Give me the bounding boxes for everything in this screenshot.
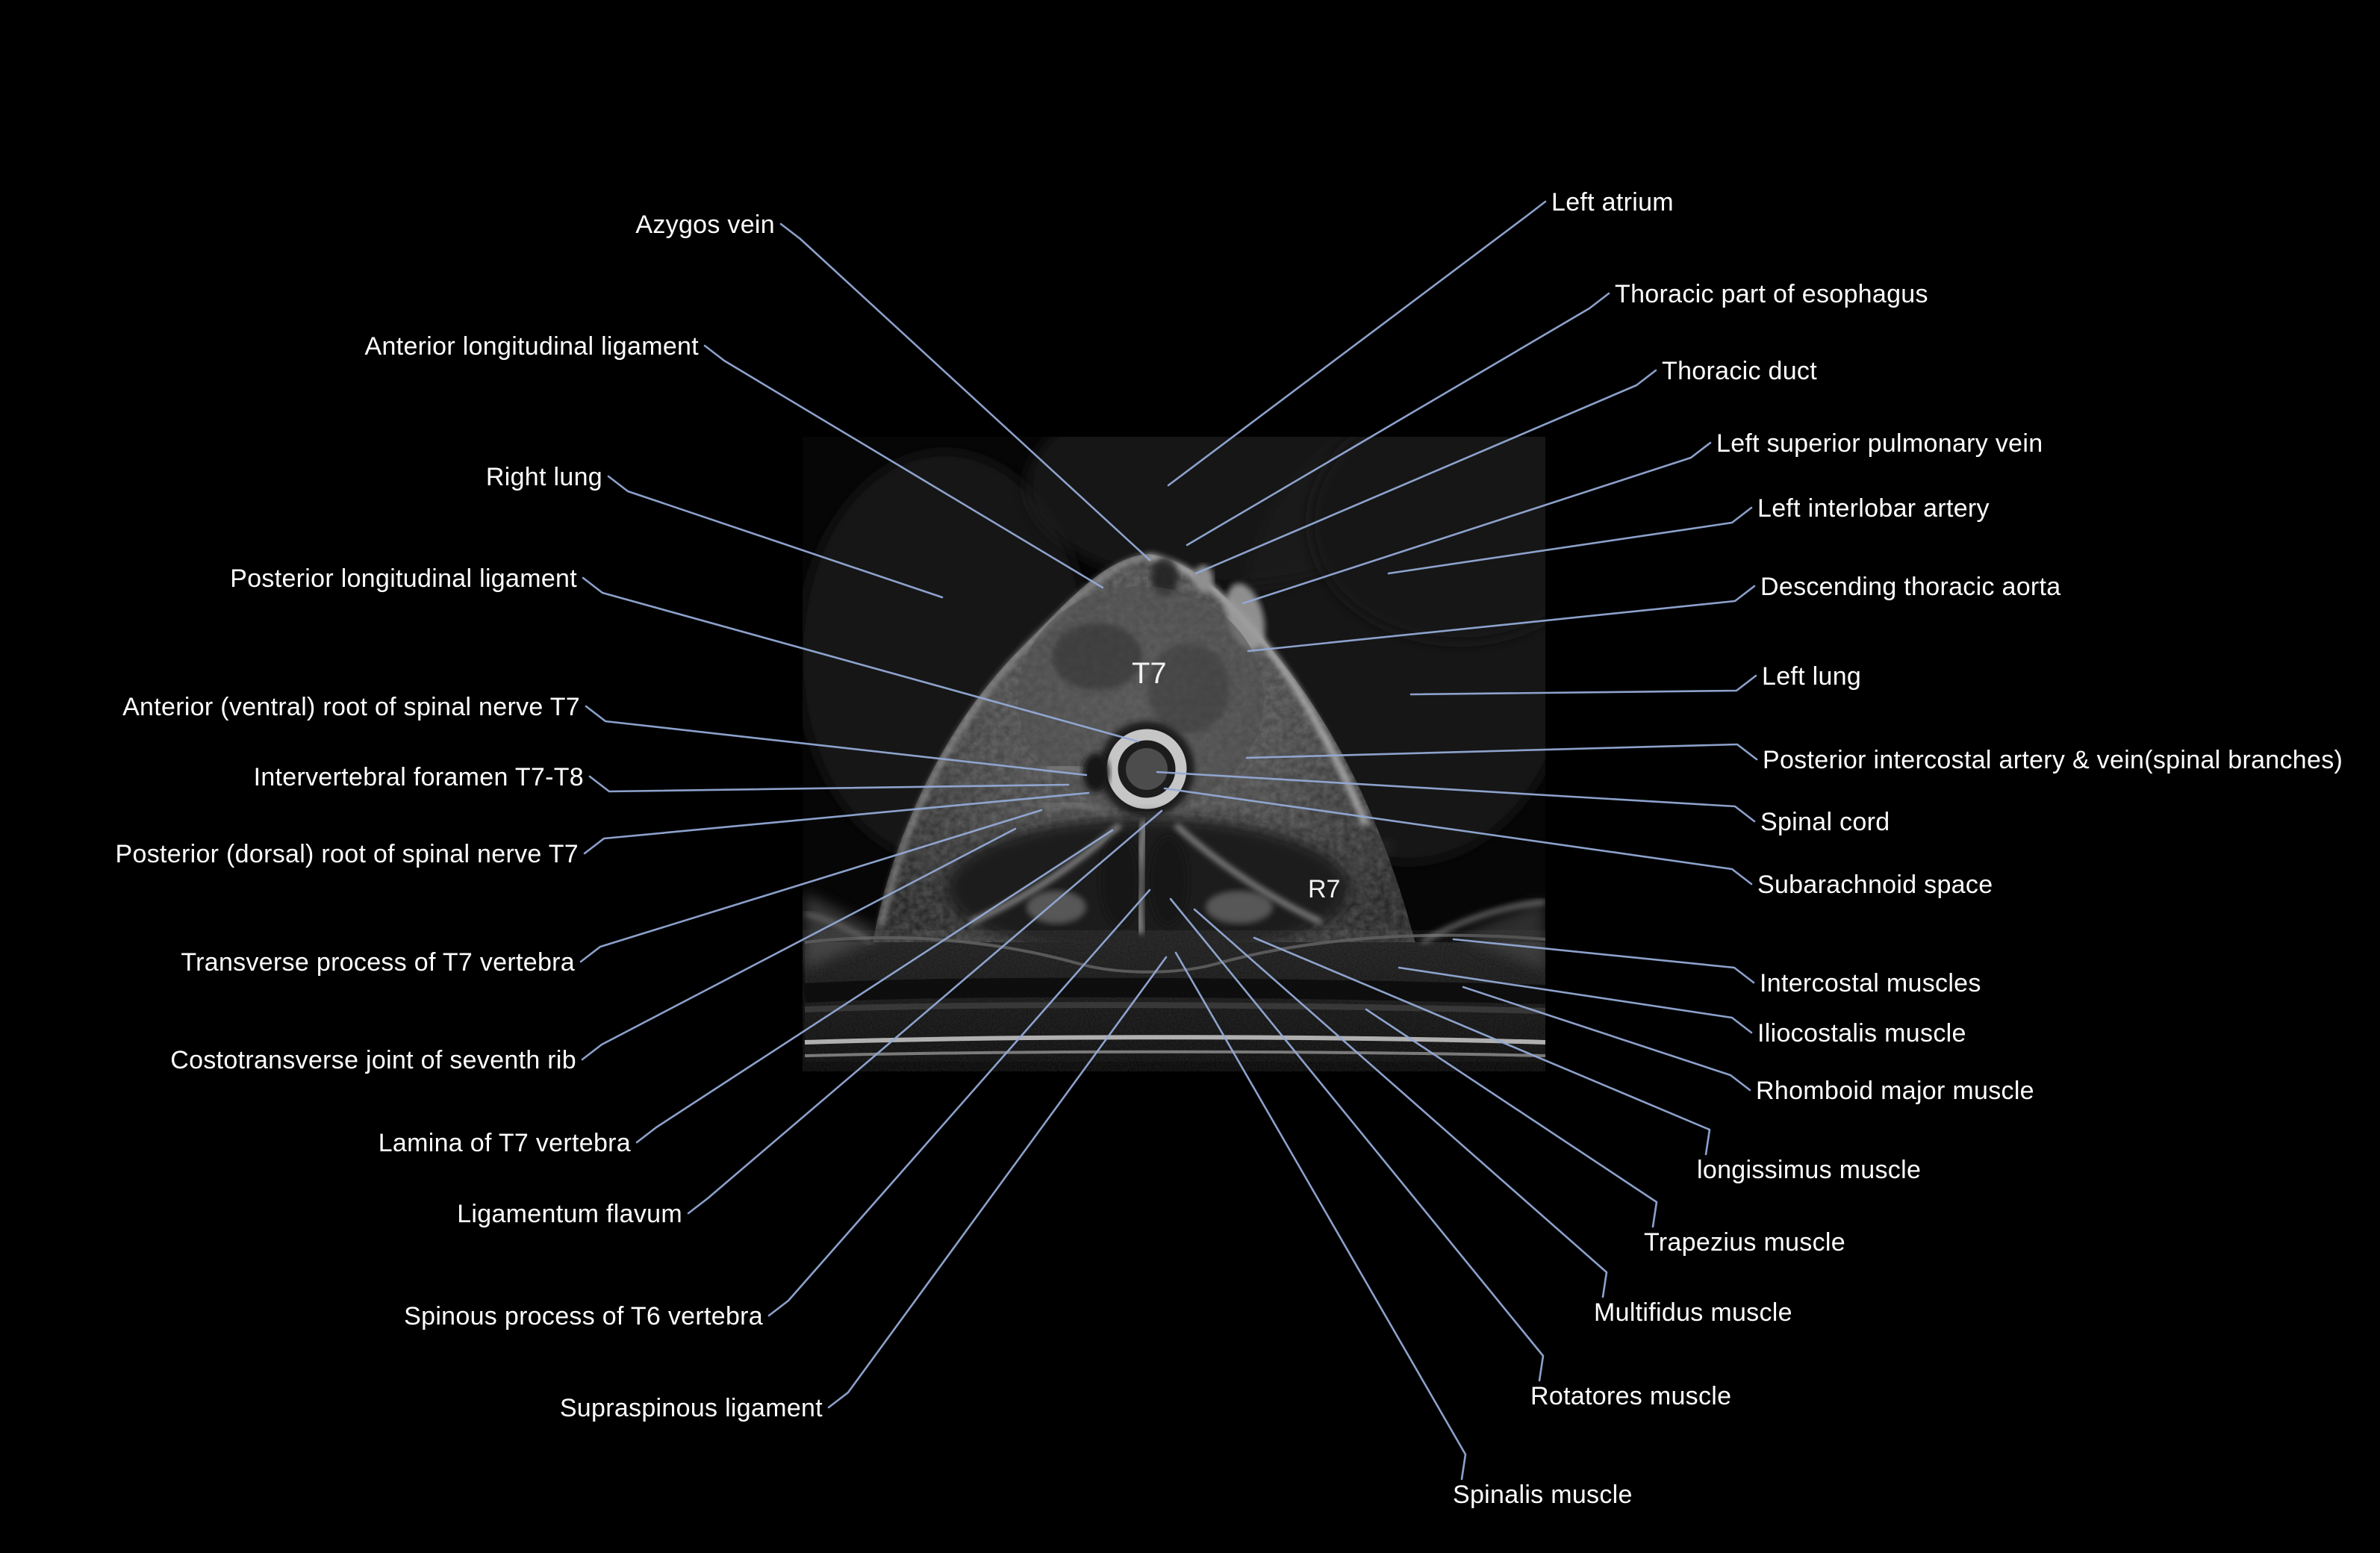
muscle-shadow	[1149, 836, 1188, 926]
mri-scan: T7 R7	[803, 437, 1545, 1071]
leader-line	[582, 576, 1139, 743]
leader-line	[1398, 966, 1753, 1034]
foramen-dark-notch	[1082, 753, 1109, 792]
fascia-streak-left	[969, 823, 1122, 925]
lung-haze	[1310, 437, 1545, 642]
skin-line	[804, 1050, 1545, 1057]
dome-rim-right	[1147, 553, 1370, 827]
annotation-label: Supraspinous ligament	[560, 1394, 823, 1422]
dome-rim-left	[879, 554, 1148, 927]
leader-line	[635, 829, 1114, 1144]
leader-line	[767, 888, 1151, 1317]
annotation-label: Left superior pulmonary vein	[1716, 429, 2043, 458]
annotation-label: Rhomboid major muscle	[1756, 1077, 2034, 1105]
subarachnoid-csf-ring	[1106, 729, 1187, 809]
apex-dark-cleft	[1151, 557, 1178, 596]
r7-rib-marker: R7	[1308, 875, 1340, 903]
leader-line	[585, 705, 1088, 776]
leader-line	[588, 775, 1070, 793]
muscle-highlight	[1206, 891, 1273, 924]
nerve-root-streak	[1041, 800, 1110, 818]
annotation-label: Posterior longitudinal ligament	[230, 564, 577, 593]
annotation-label: Descending thoracic aorta	[1760, 573, 2061, 601]
leader-line	[579, 809, 1043, 963]
leader-line	[1245, 743, 1758, 761]
leader-line	[1242, 441, 1712, 605]
vertebral-shading	[1053, 623, 1142, 691]
leader-line	[1163, 787, 1753, 886]
annotation-label: Spinal cord	[1760, 808, 1890, 836]
band-mid-layer	[804, 1002, 1545, 1014]
leader-line	[1167, 200, 1547, 487]
left-corner-wedge	[805, 893, 885, 969]
muscle-shadow	[1100, 836, 1139, 926]
t7-level-marker: T7	[1132, 657, 1167, 690]
annotation-label: Anterior longitudinal ligament	[365, 332, 700, 361]
fascia-streak-right	[1174, 823, 1323, 925]
annotation-label: Multifidus muscle	[1594, 1298, 1792, 1327]
annotation-label: Intervertebral foramen T7-T8	[254, 763, 584, 791]
leader-line	[1174, 951, 1467, 1481]
annotation-label: Posterior intercostal artery & vein(spin…	[1763, 746, 2343, 774]
spinal-cord-cross-section	[1126, 748, 1168, 790]
annotation-label: longissimus muscle	[1697, 1156, 1921, 1184]
band-texture	[805, 942, 1545, 1062]
annotation-label: Right lung	[486, 463, 602, 491]
annotation-label: Anterior (ventral) root of spinal nerve …	[122, 693, 580, 721]
leader-line	[581, 827, 1017, 1061]
leader-line	[687, 809, 1163, 1215]
leader-line	[1193, 908, 1608, 1298]
leader-line	[1409, 674, 1757, 696]
annotation-label: Lamina of T7 vertebra	[379, 1129, 631, 1157]
leader-line	[827, 956, 1168, 1409]
leader-line	[583, 791, 1090, 855]
leader-line	[1452, 938, 1755, 984]
leader-line	[1387, 506, 1753, 575]
annotation-label: Spinalis muscle	[1453, 1481, 1633, 1509]
annotation-label: Spinous process of T6 vertebra	[404, 1302, 763, 1331]
leader-line	[703, 344, 1104, 589]
leader-line	[1462, 986, 1751, 1092]
annotation-label: Subarachnoid space	[1757, 871, 1993, 899]
annotation-label: Rotatores muscle	[1530, 1382, 1731, 1410]
annotation-label: Trapezius muscle	[1644, 1228, 1845, 1257]
leader-line	[1169, 897, 1545, 1382]
band-dark-layer	[804, 977, 1545, 1004]
vertebral-shading	[1147, 644, 1230, 733]
annotation-label: Azygos vein	[635, 211, 775, 239]
leader-line	[1253, 936, 1711, 1156]
leader-line	[1365, 1008, 1658, 1228]
muscle-highlight	[1027, 891, 1086, 924]
leader-line	[1194, 369, 1657, 575]
leader-line	[1186, 292, 1610, 547]
annotation-label: Transverse process of T7 vertebra	[181, 948, 575, 977]
paraspinal-muscles	[946, 818, 1349, 959]
band-top-contour	[804, 933, 1545, 974]
annotation-label: Thoracic duct	[1662, 357, 1817, 385]
leader-line	[779, 222, 1151, 561]
annotation-label: Thoracic part of esophagus	[1615, 280, 1928, 308]
band-edge-right	[1421, 900, 1545, 944]
skin-fat-line	[804, 1035, 1545, 1045]
annotation-label: Ligamentum flavum	[457, 1200, 682, 1228]
annotation-label: Posterior (dorsal) root of spinal nerve …	[116, 840, 579, 868]
annotation-label: Intercostal muscles	[1760, 969, 1981, 998]
spinous-process-column	[1136, 821, 1148, 934]
annotation-label: Left atrium	[1551, 188, 1674, 217]
annotation-label: Left lung	[1762, 662, 1861, 691]
annotation-label: Costotransverse joint of seventh rib	[170, 1046, 576, 1074]
right-corner-wedge	[1457, 900, 1545, 971]
leader-line	[1156, 771, 1756, 823]
annotation-label: Iliocostalis muscle	[1757, 1019, 1966, 1048]
annotation-label: Left interlobar artery	[1757, 494, 1990, 523]
leader-line	[607, 475, 944, 599]
leader-line	[1247, 585, 1756, 653]
